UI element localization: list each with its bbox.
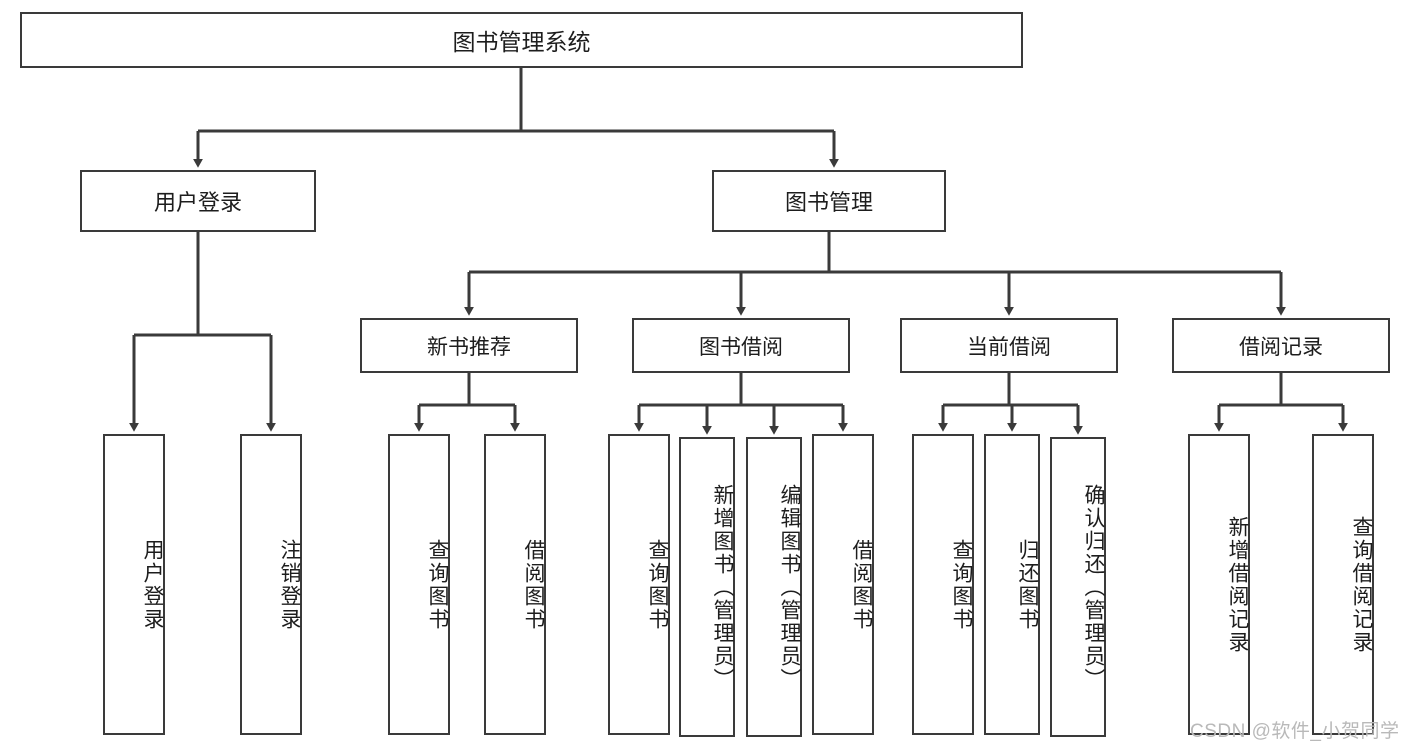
node-leaf-query-book-cb[interactable]: 查询图书	[912, 434, 974, 735]
leaf-label: 用户登录	[141, 538, 164, 631]
leaf-label: 借阅图书	[850, 538, 873, 631]
leaf-label: 查询图书	[426, 538, 449, 631]
node-user-login[interactable]: 用户登录	[80, 170, 316, 232]
node-leaf-user-login[interactable]: 用户登录	[103, 434, 165, 735]
leaf-label: 注销登录	[278, 538, 301, 631]
leaf-label: 查询图书	[950, 538, 973, 631]
leaf-label: 新增图书（管理员）	[711, 483, 734, 691]
leaf-label: 编辑图书（管理员）	[778, 483, 801, 691]
node-leaf-query-book-nbr[interactable]: 查询图书	[388, 434, 450, 735]
node-leaf-query-borrow-record[interactable]: 查询借阅记录	[1312, 434, 1374, 735]
leaf-label: 查询图书	[646, 538, 669, 631]
node-current-borrow[interactable]: 当前借阅	[900, 318, 1118, 373]
leaf-label: 借阅图书	[522, 538, 545, 631]
leaf-label: 归还图书	[1016, 538, 1039, 631]
leaf-label: 确认归还（管理员）	[1082, 483, 1105, 691]
node-leaf-logout[interactable]: 注销登录	[240, 434, 302, 735]
node-leaf-borrow-book-nbr[interactable]: 借阅图书	[484, 434, 546, 735]
leaf-label: 查询借阅记录	[1350, 515, 1373, 654]
node-leaf-add-book-admin[interactable]: 新增图书（管理员）	[679, 437, 735, 737]
node-leaf-confirm-return-admin[interactable]: 确认归还（管理员）	[1050, 437, 1106, 737]
node-leaf-add-borrow-record[interactable]: 新增借阅记录	[1188, 434, 1250, 735]
leaf-label: 新增借阅记录	[1226, 515, 1249, 654]
node-root-system[interactable]: 图书管理系统	[20, 12, 1023, 68]
node-book-management[interactable]: 图书管理	[712, 170, 946, 232]
csdn-watermark: CSDN @软件_小贺同学	[1190, 721, 1400, 742]
node-leaf-borrow-book-bb[interactable]: 借阅图书	[812, 434, 874, 735]
node-leaf-return-book[interactable]: 归还图书	[984, 434, 1040, 735]
node-book-borrow[interactable]: 图书借阅	[632, 318, 850, 373]
node-new-book-recommend[interactable]: 新书推荐	[360, 318, 578, 373]
node-leaf-edit-book-admin[interactable]: 编辑图书（管理员）	[746, 437, 802, 737]
node-borrow-record[interactable]: 借阅记录	[1172, 318, 1390, 373]
node-leaf-query-book-bb[interactable]: 查询图书	[608, 434, 670, 735]
